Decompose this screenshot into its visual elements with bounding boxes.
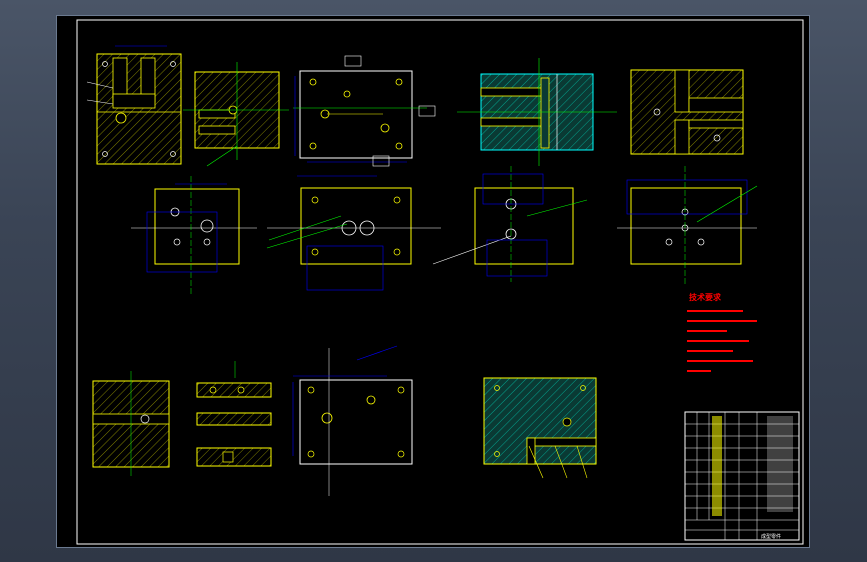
- part-view-9[interactable]: [617, 166, 758, 286]
- part-view-5[interactable]: [630, 69, 744, 155]
- part-view-1[interactable]: [86, 45, 182, 165]
- part-view-2[interactable]: [183, 62, 289, 160]
- part-view-4-section[interactable]: [457, 58, 617, 166]
- tech-requirements-title: 技术要求: [689, 292, 722, 302]
- cad-drawing-canvas[interactable]: 技术要求: [57, 16, 811, 549]
- part-view-6[interactable]: [131, 145, 257, 296]
- title-block[interactable]: 成型零件: [684, 411, 800, 541]
- part-view-11[interactable]: [196, 361, 272, 467]
- part-view-7[interactable]: [266, 175, 441, 291]
- drawing-border-frame: [76, 19, 804, 545]
- part-view-10[interactable]: [92, 371, 170, 476]
- part-view-3[interactable]: [293, 55, 436, 167]
- part-view-8[interactable]: [432, 166, 588, 282]
- title-block-name: 成型零件: [761, 533, 781, 540]
- part-view-13-section[interactable]: [483, 377, 597, 479]
- tech-requirements-block: 技术要求: [687, 292, 757, 372]
- cad-drawing-viewport[interactable]: 技术要求: [56, 15, 810, 548]
- part-view-12[interactable]: [292, 345, 413, 496]
